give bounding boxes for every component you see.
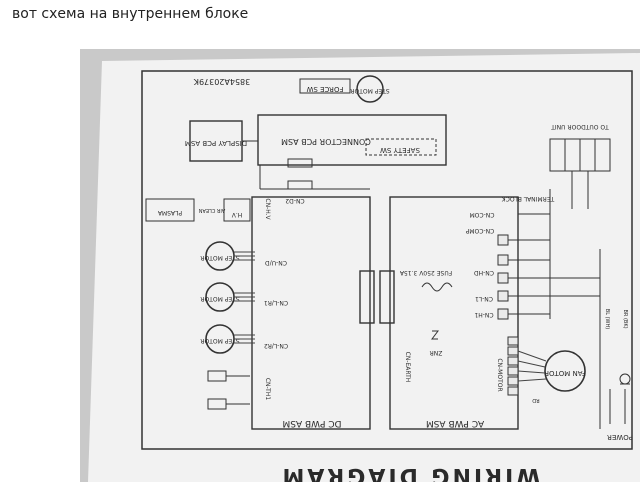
cn-hv-label: CN-H.V xyxy=(264,198,271,220)
hv-label: H.V xyxy=(231,211,242,218)
svg-text:STEP MOTOR: STEP MOTOR xyxy=(200,337,239,344)
diagram-border xyxy=(141,70,633,450)
step-motor-top: STEP MOTOR xyxy=(350,75,390,103)
bl-wh-label: BL (WH) xyxy=(604,309,610,329)
power-inlet xyxy=(609,373,631,424)
br-bk-label: BR (BK) xyxy=(622,309,628,328)
ac-pwb-label: AC PWB ASM xyxy=(426,418,484,428)
force-sw-label: FORCE SW xyxy=(306,85,343,93)
rd-label: RD xyxy=(532,397,539,403)
cn-lr1-label: CN-L/R1 xyxy=(264,299,288,306)
cn-l1-label: CN-L1 xyxy=(475,295,493,302)
plasma-box xyxy=(145,198,195,222)
plasma-label: PLASMA xyxy=(157,209,182,216)
dc-pwb-box xyxy=(251,196,371,430)
cn-ud-label: CN-U/D xyxy=(265,259,287,266)
motor-connectors xyxy=(507,336,519,396)
force-sw-box xyxy=(299,78,351,94)
post-caption: вот схема на внутреннем блоке xyxy=(12,6,249,22)
thermistors xyxy=(207,370,250,410)
svg-text:FAN MOTOR: FAN MOTOR xyxy=(544,369,586,377)
diagram-title: WIRING DIAGRAM xyxy=(279,463,540,482)
hv-box xyxy=(223,198,251,222)
fuse-label: FUSE 250V 3.15A xyxy=(399,269,452,276)
cn-lr2-label: CN-L/R2 xyxy=(264,342,288,349)
connector-plug-2 xyxy=(287,180,313,190)
paper-sheet xyxy=(88,53,640,482)
svg-text:STEP MOTOR: STEP MOTOR xyxy=(350,87,389,94)
cn-hd-label: CN-HD xyxy=(474,269,494,276)
safety-sw-label: SAFETY SW xyxy=(380,146,420,154)
ac-pwb-box xyxy=(389,196,519,430)
fuse-symbol xyxy=(421,282,453,292)
fan-motor-wires xyxy=(517,350,547,382)
connector-pcb-label: CONNECTOR PCB ASM xyxy=(281,137,371,146)
cn-com-label: CN-COM xyxy=(470,211,495,218)
cn-comp-label: CN-COMP xyxy=(465,227,494,234)
terminal-block-label: TERMINAL BLOCK xyxy=(501,195,556,202)
transformer xyxy=(359,270,395,324)
part-number: 3854A20379K xyxy=(193,77,250,86)
dc-pwb-label: DC PWB ASM xyxy=(282,418,341,428)
air-clean-label: AIR CLEAN xyxy=(198,207,225,213)
step-motor-wires xyxy=(234,251,255,344)
to-outdoor-label: TO OUTDOOR UNIT xyxy=(551,123,610,130)
svg-text:STEP MOTOR: STEP MOTOR xyxy=(200,254,239,261)
display-pcb-label: DISPLAY PCB ASM xyxy=(185,139,247,147)
fan-motor: FAN MOTOR xyxy=(544,350,586,392)
znr-symbol xyxy=(431,330,439,340)
cn-h1-label: CN-H1 xyxy=(474,311,493,318)
wiring-diagram-photo: 3854A20379K STEP MOTOR FORCE SW CONNECTO… xyxy=(80,49,640,482)
terminal-block xyxy=(549,138,611,209)
connector-pcb-box xyxy=(257,114,447,166)
connector-plug-1 xyxy=(287,158,313,168)
wiring-diagram-svg: 3854A20379K STEP MOTOR FORCE SW CONNECTO… xyxy=(88,53,640,482)
svg-text:STEP MOTOR: STEP MOTOR xyxy=(200,295,239,302)
cn-motor-label: CN-MOTOR xyxy=(496,358,503,391)
safety-sw-box xyxy=(365,138,437,156)
power-label: POWER xyxy=(607,433,633,441)
cn-th1-label: CN-TH1 xyxy=(264,378,271,400)
ac-wires xyxy=(508,189,601,429)
cn-earth-label: CN-EARTH xyxy=(404,352,411,383)
cn-d2-label: CN-D2 xyxy=(285,197,304,204)
znr-label: ZNR xyxy=(430,349,443,356)
